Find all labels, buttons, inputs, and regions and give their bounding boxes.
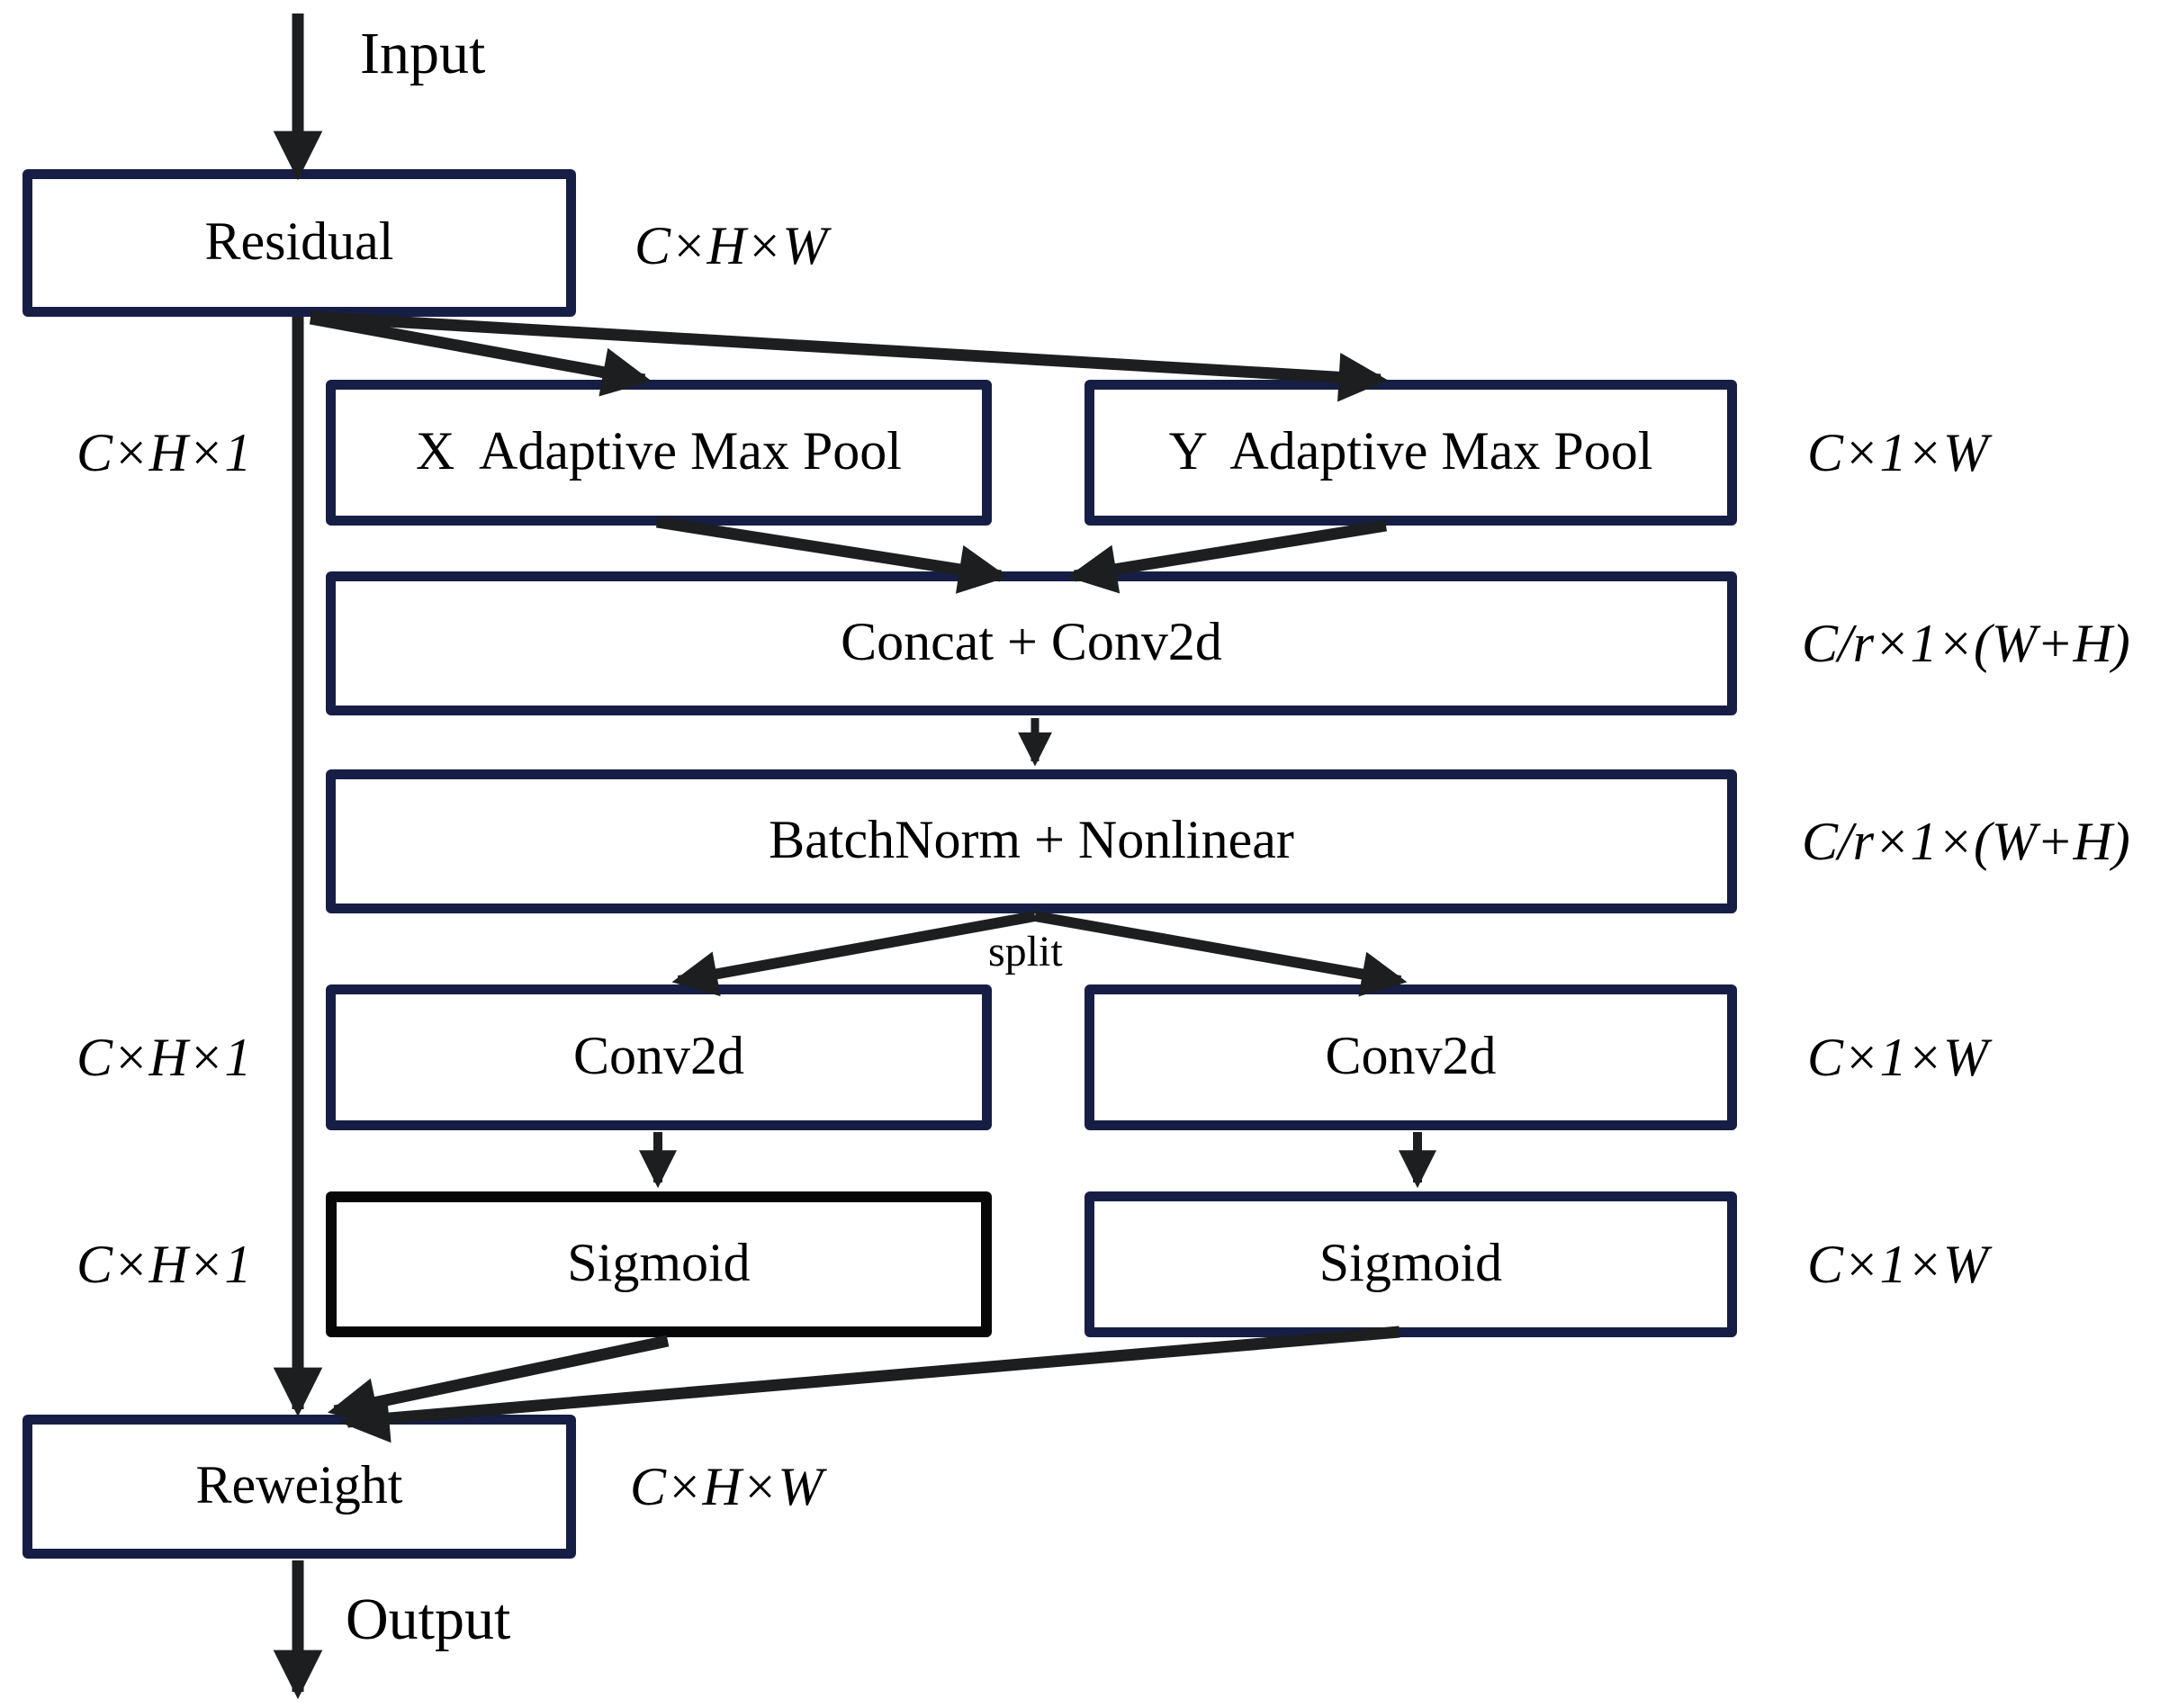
xpool-to-concat-arrow <box>655 516 1009 594</box>
dim-conv-left: C×H×1 <box>76 1028 252 1087</box>
x-adaptive-max-pool-box: X Adaptive Max Pool <box>326 380 992 526</box>
x-adaptive-max-pool-label: X Adaptive Max Pool <box>416 421 902 481</box>
sigmoid-left-label: Sigmoid <box>567 1233 751 1292</box>
sigmoid-right-label: Sigmoid <box>1318 1233 1503 1292</box>
sigmoid-right-box: Sigmoid <box>1084 1191 1737 1337</box>
dim-conv-right: C×1×W <box>1807 1028 1988 1087</box>
dim-sigmoid-right: C×1×W <box>1807 1235 1988 1294</box>
reweight-label: Reweight <box>195 1455 403 1515</box>
residual-label: Residual <box>204 211 394 271</box>
conv2d-right-box: Conv2d <box>1084 984 1737 1130</box>
batchnorm-nonlinear-box: BatchNorm + Nonlinear <box>326 769 1737 913</box>
residual-box: Residual <box>22 169 576 317</box>
dim-concat: C/r×1×(W+H) <box>1802 614 2130 673</box>
concat-conv2d-box: Concat + Conv2d <box>326 571 1737 715</box>
y-adaptive-max-pool-box: Y Adaptive Max Pool <box>1084 380 1737 526</box>
sigmoid-left-box: Sigmoid <box>326 1191 992 1337</box>
sigmoidleft-to-reweight-arrow <box>327 1335 670 1427</box>
conv2d-left-box: Conv2d <box>326 984 992 1130</box>
residual-to-xpool-arrow <box>309 312 652 397</box>
split-left-arrow <box>671 911 1037 997</box>
sigmoidright-to-reweight-arrow <box>339 1326 1400 1443</box>
dim-reweight: C×H×W <box>630 1457 824 1516</box>
conv2d-right-label: Conv2d <box>1325 1026 1497 1085</box>
output-label: Output <box>346 1587 511 1652</box>
split-label: split <box>988 928 1063 975</box>
y-adaptive-max-pool-label: Y Adaptive Max Pool <box>1168 421 1653 481</box>
residual-to-ypool-arrow <box>310 310 1389 402</box>
dim-residual: C×H×W <box>634 216 828 275</box>
ypool-to-concat-arrow <box>1066 519 1388 594</box>
dim-sigmoid-left: C×H×1 <box>76 1235 252 1294</box>
reweight-box: Reweight <box>22 1415 576 1559</box>
concat-conv2d-label: Concat + Conv2d <box>841 612 1222 671</box>
dim-pool-right: C×1×W <box>1807 423 1988 482</box>
batchnorm-nonlinear-label: BatchNorm + Nonlinear <box>769 810 1294 869</box>
conv2d-left-label: Conv2d <box>572 1026 745 1085</box>
input-label: Input <box>360 21 486 86</box>
split-right-arrow <box>1033 911 1408 997</box>
dim-batchnorm: C/r×1×(W+H) <box>1802 812 2130 871</box>
dim-pool-left: C×H×1 <box>76 423 252 482</box>
